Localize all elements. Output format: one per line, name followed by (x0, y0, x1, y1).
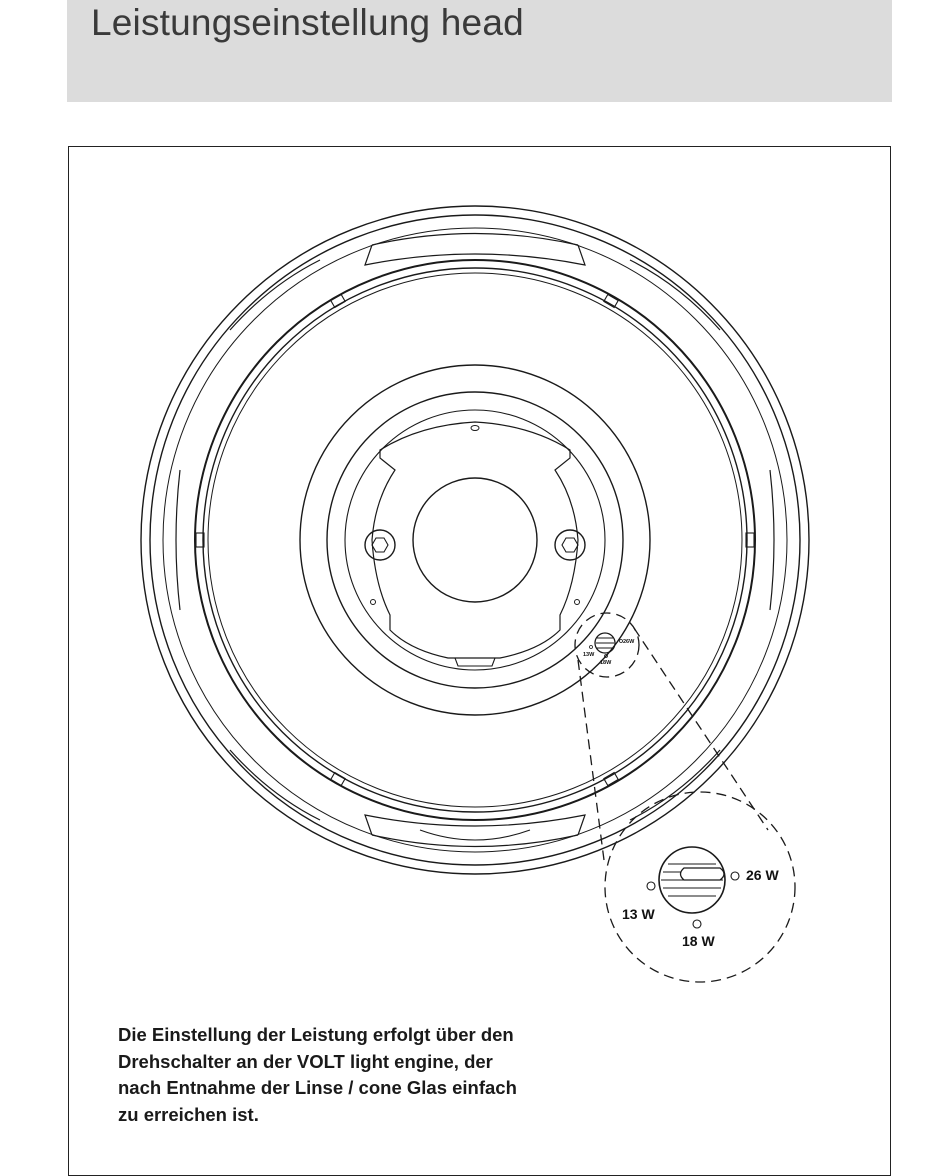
housing-ring-inner (202, 267, 748, 813)
dot-18w (692, 919, 702, 929)
mounting-plate (371, 421, 579, 659)
mini-label-26w: 26W (623, 639, 635, 645)
housing-ring (194, 259, 756, 821)
clips (195, 293, 755, 787)
bezel-ring (162, 227, 788, 853)
inner-ring-3 (344, 409, 606, 671)
mini-label-13w: 13W (583, 652, 595, 658)
figure-frame (68, 146, 891, 1176)
rotary-switch-detail (646, 846, 740, 929)
outer-ring (140, 205, 810, 875)
outer-ring-inner (149, 214, 801, 866)
caption-text: Die Einstellung der Leistung erfolgt übe… (118, 1022, 588, 1128)
inner-ring-1 (299, 364, 651, 716)
label-18w: 18 W (682, 933, 715, 949)
mini-switch (589, 632, 623, 658)
caption-line: Die Einstellung der Leistung erfolgt übe… (118, 1024, 514, 1045)
housing-ring-inner2 (207, 272, 743, 808)
dot-26w (730, 871, 740, 881)
inner-ring-2 (326, 391, 624, 689)
caption-line: nach Entnahme der Linse / cone Glas einf… (118, 1077, 517, 1098)
outer-segments (175, 232, 775, 848)
screw-right (554, 529, 586, 561)
mini-label-18w: 18W (600, 660, 612, 666)
label-26w: 26 W (746, 867, 779, 883)
center-hole (412, 477, 538, 603)
label-13w: 13 W (622, 906, 655, 922)
dot-13w (646, 881, 656, 891)
caption-line: Drehschalter an der VOLT light engine, d… (118, 1050, 493, 1072)
header-bar: Leistungseinstellung head (67, 0, 892, 102)
magnification-lines (574, 612, 796, 983)
screw-left (364, 529, 396, 561)
switch-slot (679, 867, 725, 881)
page-title: Leistungseinstellung head (91, 2, 524, 43)
caption-line: zu erreichen ist. (118, 1103, 259, 1125)
bottom-lip (419, 829, 531, 841)
